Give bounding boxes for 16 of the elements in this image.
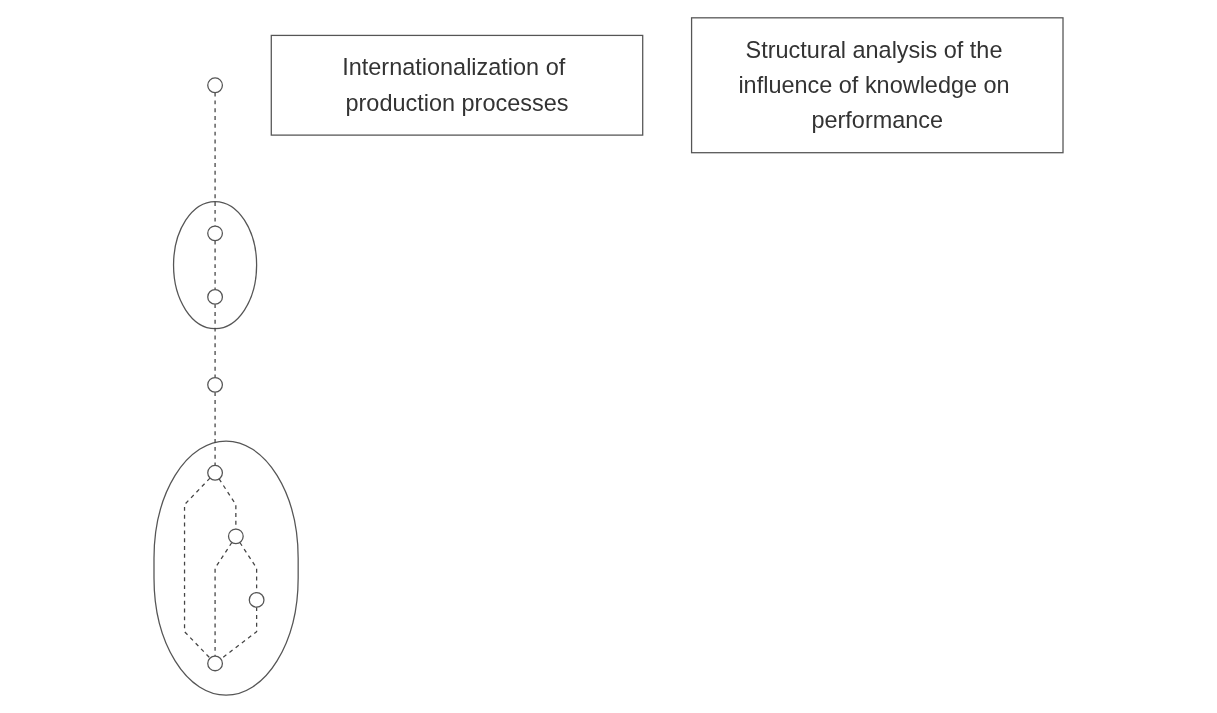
cluster (172, 200, 258, 330)
node-circle (207, 225, 224, 242)
connector (214, 303, 216, 379)
node-circle (207, 376, 224, 393)
node-circle (207, 655, 224, 672)
cluster (153, 440, 299, 696)
connector (214, 91, 216, 227)
node-circle (207, 77, 224, 94)
node-box: Structural analysis of the influence of knowledge on performance (690, 17, 1064, 154)
node-circle (207, 464, 224, 481)
node-circle (207, 288, 224, 305)
connector (220, 606, 258, 660)
connector (214, 391, 216, 467)
node-box: Internationalization of production processes (270, 34, 644, 136)
node-circle (248, 591, 265, 608)
node-circle (227, 528, 244, 545)
